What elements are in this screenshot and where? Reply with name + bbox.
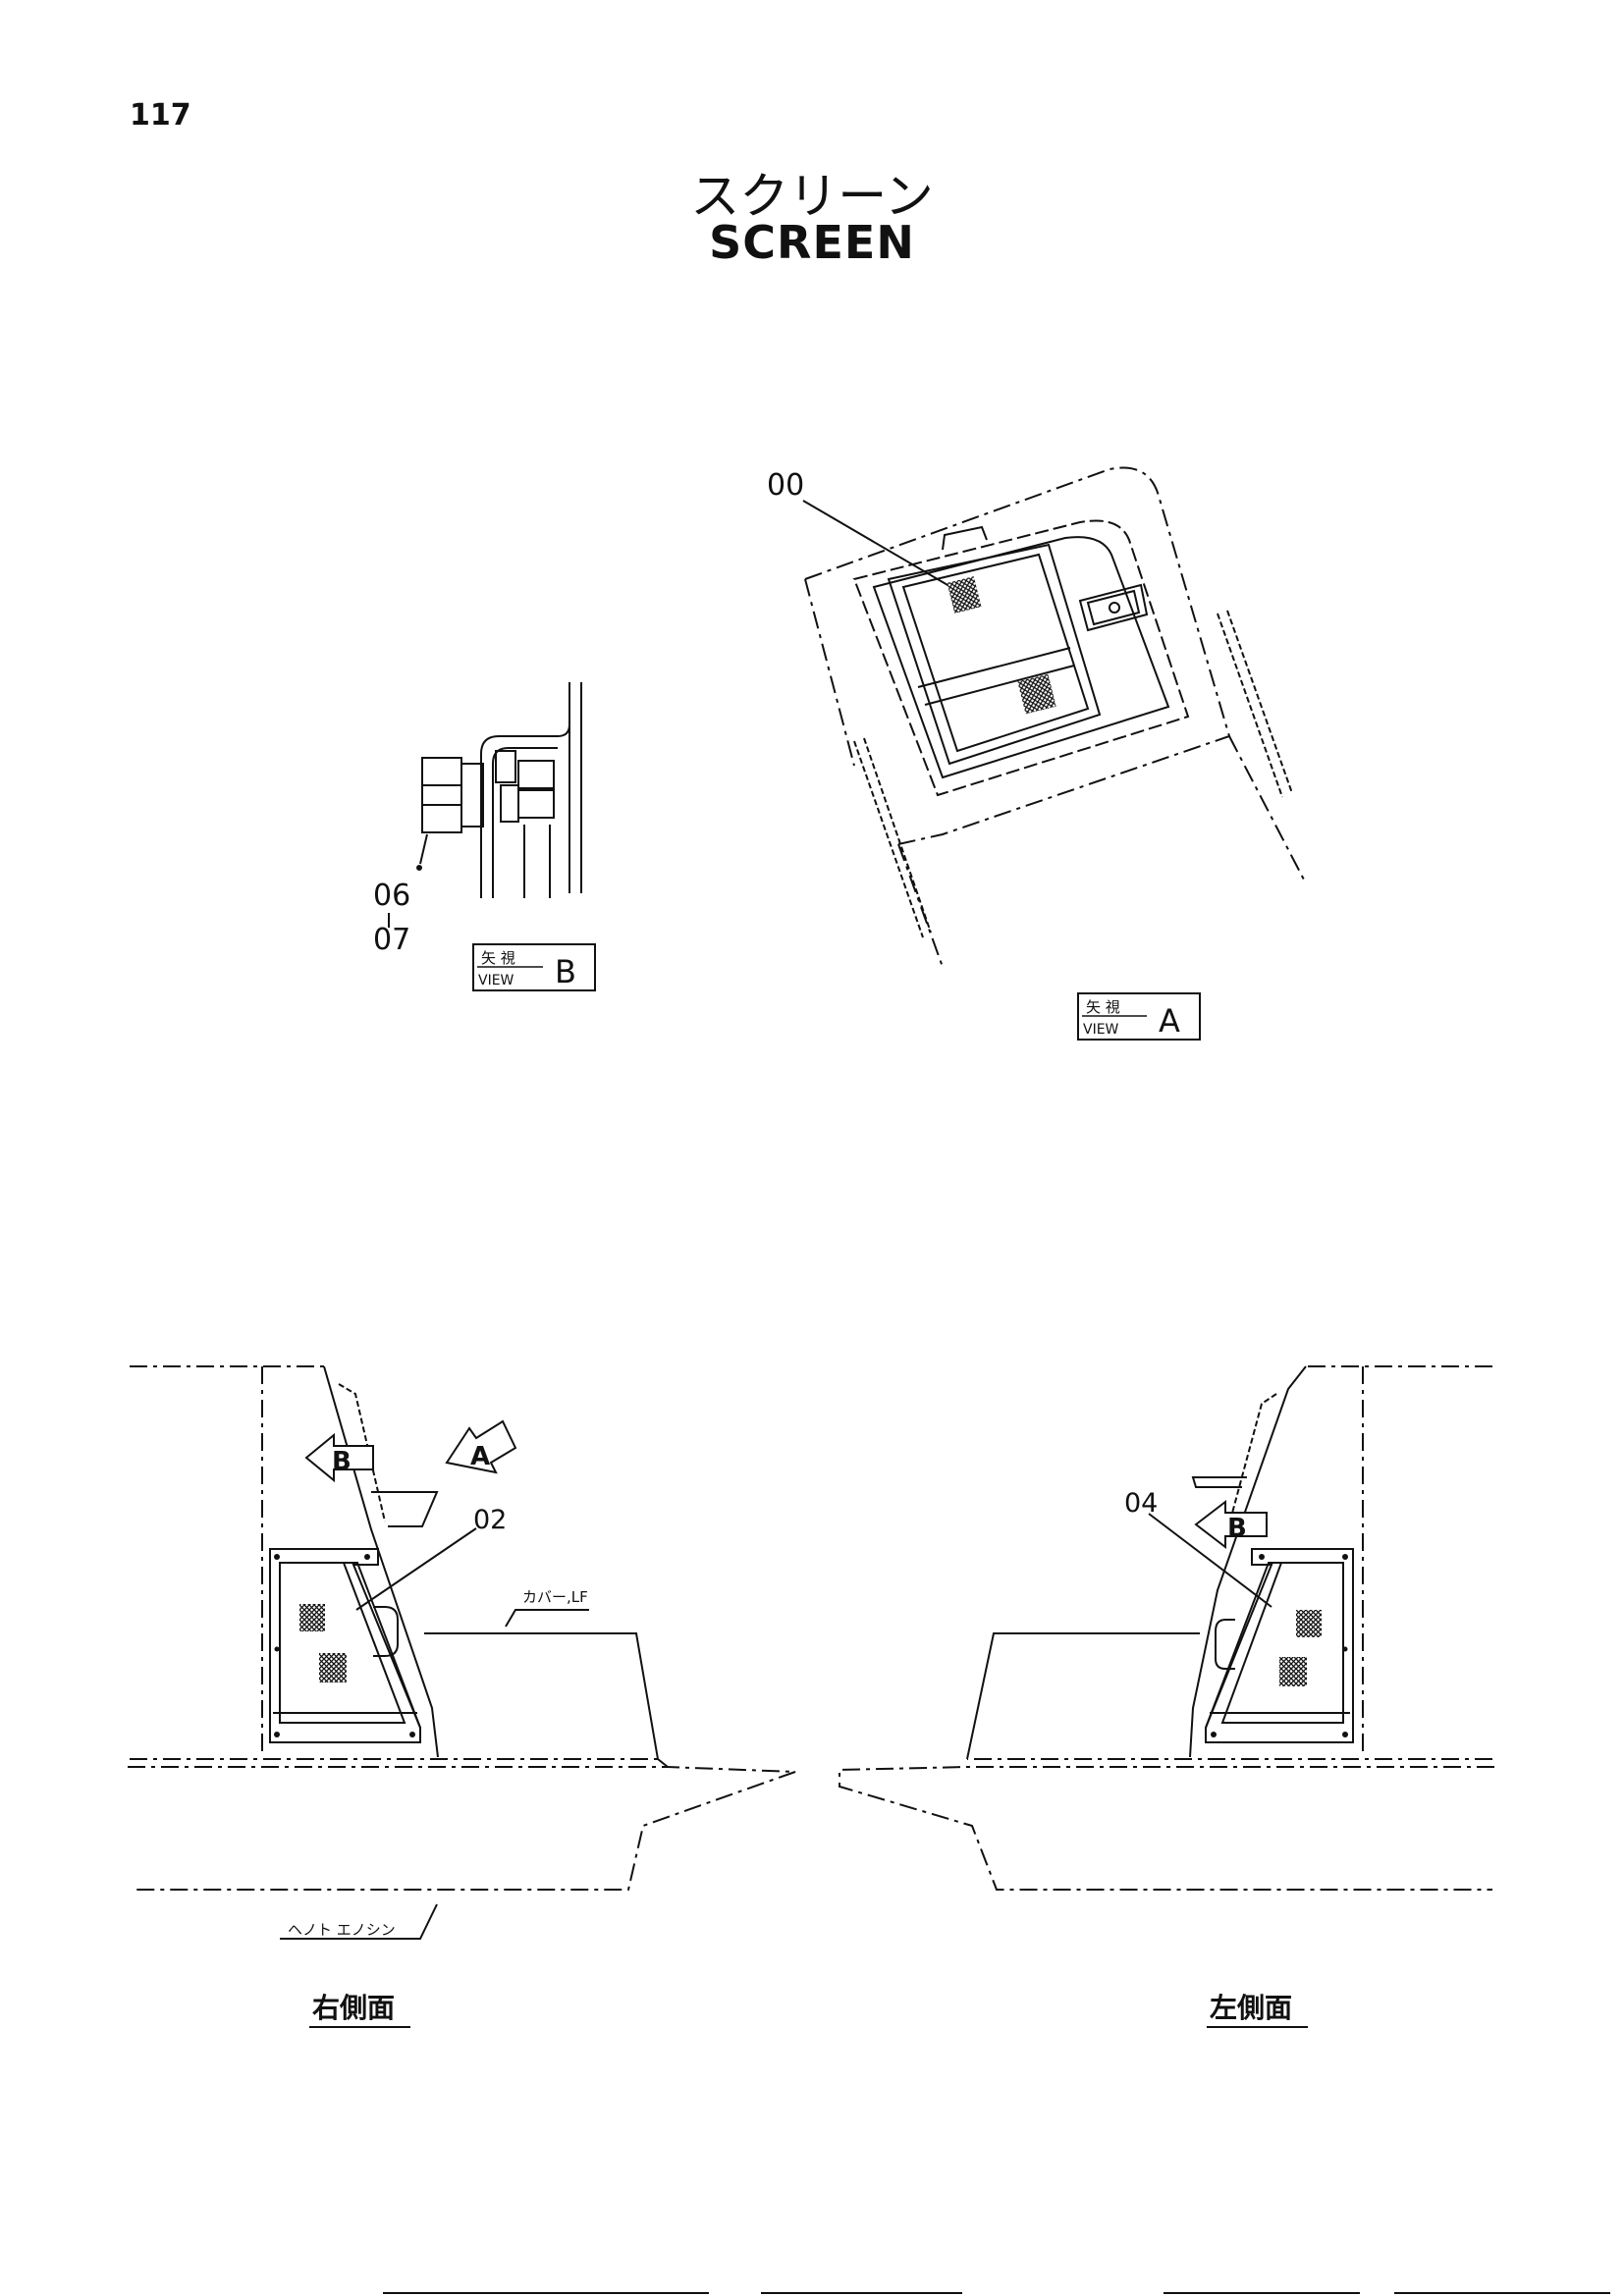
view-b-letter: B xyxy=(555,953,576,990)
bolt-dots-right xyxy=(274,1554,415,1737)
arrow-a-letter: A xyxy=(470,1442,490,1471)
arrow-b-left-letter: B xyxy=(1227,1514,1247,1543)
view-b-label: 矢 視 VIEW B xyxy=(472,943,596,991)
left-side-view xyxy=(839,1365,1494,1891)
page-number: 117 xyxy=(130,98,191,133)
arrow-a-right-view: A xyxy=(445,1419,517,1474)
caption-left-side-text: 左側面 xyxy=(1210,1992,1292,2024)
mesh-right-2 xyxy=(319,1653,347,1682)
caption-left-side: 左側面 xyxy=(1207,1992,1308,2028)
mesh-left-2 xyxy=(1279,1657,1307,1686)
view-a-kanji: 矢 視 xyxy=(1086,998,1120,1016)
callout-04: 04 xyxy=(1124,1488,1158,1519)
callout-00: 00 xyxy=(767,468,804,503)
right-side-view xyxy=(128,1365,796,1940)
arrow-b-letter: B xyxy=(332,1447,352,1476)
view-b-kanji: 矢 視 xyxy=(481,949,515,967)
arrow-b-left-view: B xyxy=(1194,1499,1268,1550)
mesh-right-1 xyxy=(299,1604,325,1631)
callout-06: 06 xyxy=(373,879,410,913)
callout-02: 02 xyxy=(473,1505,507,1535)
mesh-upper xyxy=(947,576,982,614)
callout-07: 07 xyxy=(373,923,410,957)
mesh-lower xyxy=(1017,673,1056,715)
view-b-text: VIEW xyxy=(478,973,514,988)
mesh-left-1 xyxy=(1296,1610,1322,1637)
view-a-label: 矢 視 VIEW A xyxy=(1077,992,1201,1041)
title-english: SCREEN xyxy=(709,216,915,269)
view-b-detail xyxy=(388,682,582,928)
title-japanese: スクリーン xyxy=(690,168,934,225)
caption-right-side: 右側面 xyxy=(309,1992,410,2028)
label-head-engine: ヘノト エノシン xyxy=(288,1921,396,1939)
view-a-text: VIEW xyxy=(1083,1022,1119,1038)
caption-right-side-text: 右側面 xyxy=(312,1992,395,2024)
view-a-letter: A xyxy=(1159,1002,1180,1040)
label-cover-lf: カバー,LF xyxy=(522,1588,588,1606)
bolt-dots-left xyxy=(1211,1554,1348,1737)
view-a-detail xyxy=(802,466,1307,968)
arrow-b-right-view: B xyxy=(304,1432,374,1483)
